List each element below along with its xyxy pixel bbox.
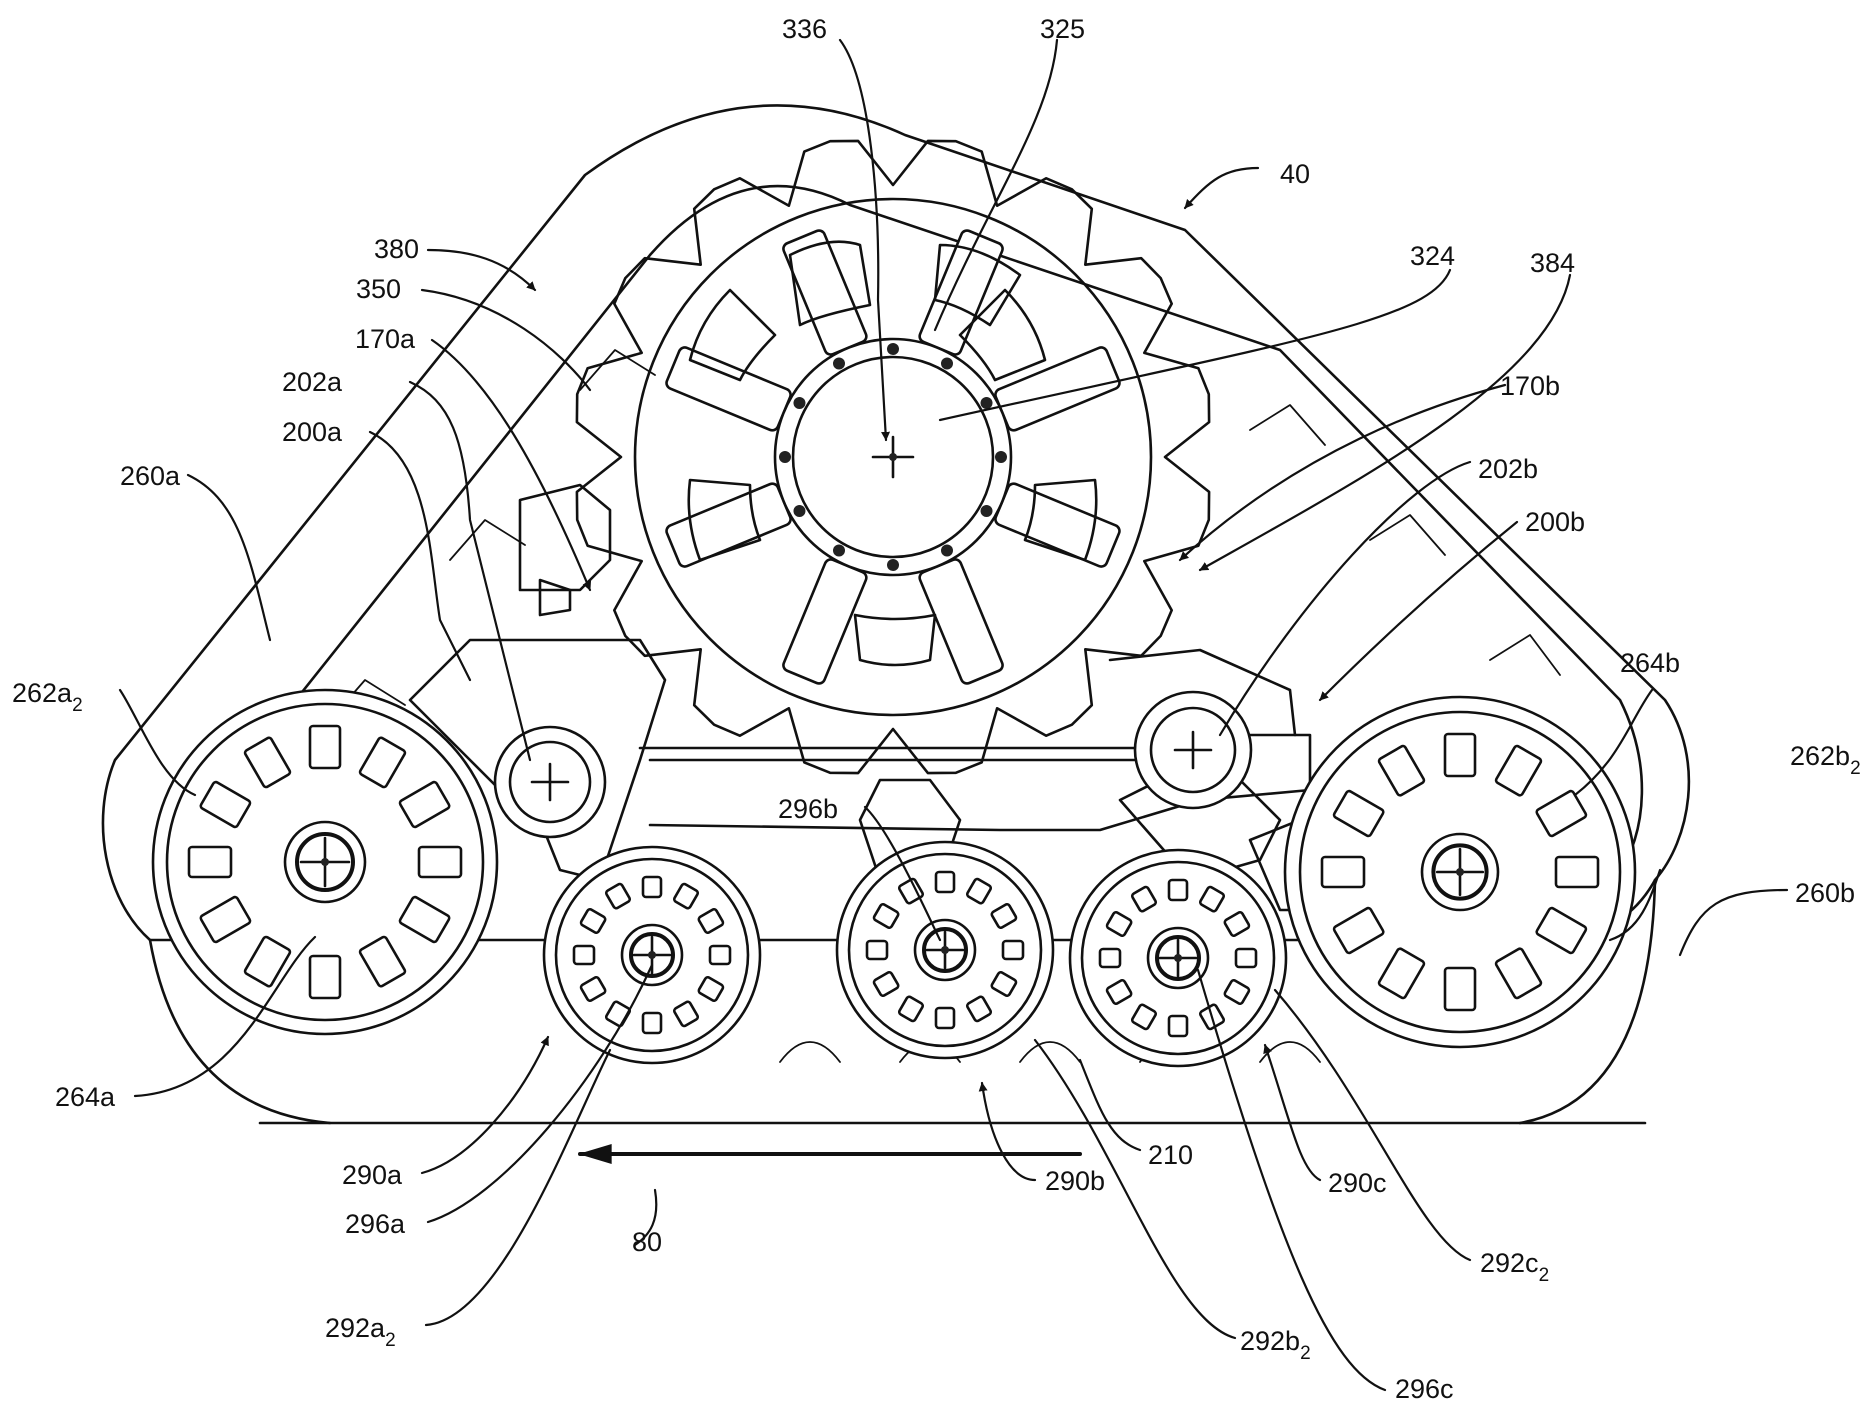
hub-bolt xyxy=(981,505,993,517)
label-296b: 296b xyxy=(778,794,838,824)
hub-bolt xyxy=(833,545,845,557)
road-wheel-b xyxy=(837,842,1053,1058)
tensioner-hub-a xyxy=(495,727,605,837)
hub-bolt xyxy=(995,451,1007,463)
label-290a: 290a xyxy=(342,1160,403,1190)
label-324: 324 xyxy=(1410,241,1455,271)
label-200b: 200b xyxy=(1525,507,1585,537)
sprocket-spoke xyxy=(994,482,1122,569)
label-336: 336 xyxy=(782,14,827,44)
label-80: 80 xyxy=(632,1227,662,1257)
tensioner-hub-b xyxy=(1135,692,1251,808)
label-202a: 202a xyxy=(282,367,343,397)
hub-bolt xyxy=(981,397,993,409)
label-210: 210 xyxy=(1148,1140,1193,1170)
label-290b: 290b xyxy=(1045,1166,1105,1196)
drive-sprocket xyxy=(577,141,1209,773)
label-264a: 264a xyxy=(55,1082,116,1112)
label-292c2: 292c2 xyxy=(1480,1248,1549,1286)
label-325: 325 xyxy=(1040,14,1085,44)
label-200a: 200a xyxy=(282,417,343,447)
label-292b2: 292b2 xyxy=(1240,1326,1311,1364)
hub-bolt xyxy=(793,397,805,409)
label-262a2: 262a2 xyxy=(12,678,83,716)
sprocket-spoke xyxy=(918,558,1005,686)
hub-bolt xyxy=(887,343,899,355)
label-170a: 170a xyxy=(355,324,416,354)
hub-bolt xyxy=(779,451,791,463)
label-262b2: 262b2 xyxy=(1790,741,1861,779)
sprocket-spoke xyxy=(994,346,1122,433)
hub-bolt xyxy=(833,357,845,369)
front-idler-wheel-b xyxy=(1285,697,1635,1047)
label-290c: 290c xyxy=(1328,1168,1387,1198)
label-260a: 260a xyxy=(120,461,181,491)
sprocket-spoke xyxy=(665,482,793,569)
label-260b: 260b xyxy=(1795,878,1855,908)
label-40: 40 xyxy=(1280,159,1310,189)
sprocket-spoke xyxy=(665,346,793,433)
hub-bolt xyxy=(887,559,899,571)
wheel-set xyxy=(153,690,1635,1066)
label-380: 380 xyxy=(374,234,419,264)
label-264b: 264b xyxy=(1620,648,1680,678)
label-170b: 170b xyxy=(1500,371,1560,401)
hub-bolt xyxy=(941,545,953,557)
rear-idler-wheel-a xyxy=(153,690,497,1034)
label-384: 384 xyxy=(1530,248,1575,278)
label-292a2: 292a2 xyxy=(325,1313,396,1351)
road-wheel-a xyxy=(544,847,760,1063)
label-296a: 296a xyxy=(345,1209,406,1239)
label-296c: 296c xyxy=(1395,1374,1454,1404)
hub-bolt xyxy=(941,357,953,369)
label-202b: 202b xyxy=(1478,454,1538,484)
hub-bolt xyxy=(793,505,805,517)
road-wheel-c xyxy=(1070,850,1286,1066)
label-350: 350 xyxy=(356,274,401,304)
